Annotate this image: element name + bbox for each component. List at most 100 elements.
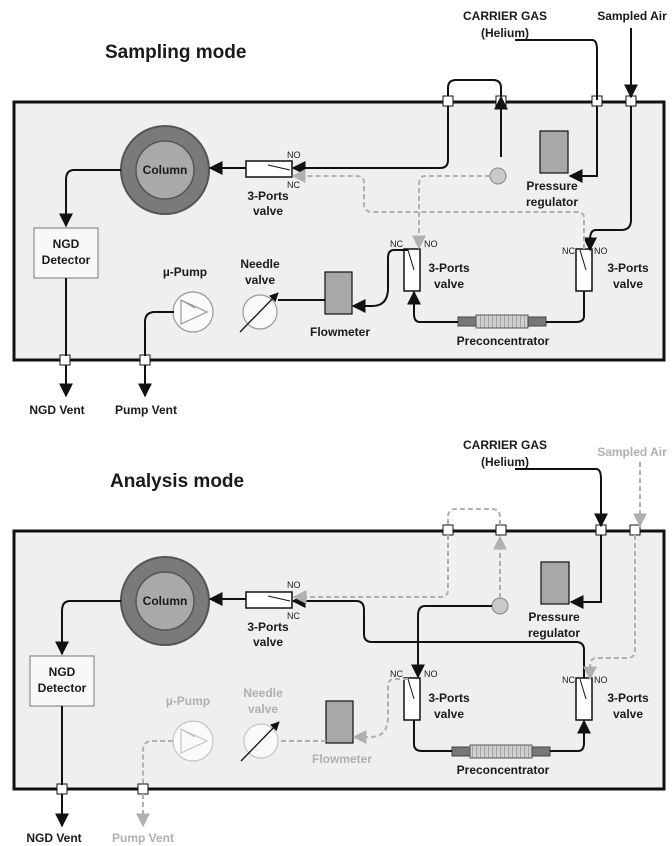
flow-line bbox=[515, 468, 608, 528]
flow-line bbox=[569, 535, 602, 609]
middle-valve-label: 3-Ports bbox=[428, 261, 470, 275]
flowmeter-label: Flowmeter bbox=[312, 752, 372, 766]
pump-symbol bbox=[180, 728, 209, 754]
column-inner bbox=[135, 571, 195, 631]
right-three-port-valve bbox=[575, 677, 593, 721]
valve-nc-label: NC bbox=[390, 669, 403, 679]
detector-label-2: Detector bbox=[42, 253, 91, 267]
flow-line bbox=[291, 169, 585, 249]
valve-switch bbox=[267, 164, 291, 171]
flow-line bbox=[583, 106, 632, 252]
port bbox=[625, 95, 637, 107]
valve-no-label: NO bbox=[287, 150, 301, 160]
helium-label: (Helium) bbox=[481, 455, 529, 469]
flow-line bbox=[142, 740, 173, 785]
flow-line bbox=[411, 605, 492, 679]
needle-label: Needle bbox=[243, 686, 283, 700]
flowmeter-label: Flowmeter bbox=[310, 325, 370, 339]
valve-nc-label: NC bbox=[287, 180, 300, 190]
valve-no-label: NO bbox=[287, 580, 301, 590]
flow-line bbox=[447, 508, 501, 525]
pump-vent-label: Pump Vent bbox=[112, 831, 174, 845]
port bbox=[442, 95, 454, 107]
pump-label: µ-Pump bbox=[163, 265, 207, 279]
preconcentrator-end bbox=[527, 316, 547, 327]
sampling-mode-panel: Sampling mode CARRIER GAS (Helium) Sampl… bbox=[12, 9, 667, 417]
pump-symbol bbox=[180, 299, 209, 325]
flow-line bbox=[351, 249, 408, 313]
valve-switch bbox=[407, 678, 415, 700]
valve-nc-label: NC bbox=[562, 246, 575, 256]
middle-valve-label: 3-Ports bbox=[428, 691, 470, 705]
helium-label: (Helium) bbox=[481, 26, 529, 40]
carrier-gas-label: CARRIER GAS bbox=[463, 438, 547, 452]
flow-line bbox=[568, 106, 598, 183]
needle-arrow bbox=[240, 721, 280, 762]
valve-no-label: NO bbox=[594, 246, 608, 256]
valve-nc-label: NC bbox=[390, 239, 403, 249]
flow-line bbox=[407, 290, 458, 323]
active-flow-lines bbox=[55, 468, 608, 828]
tee-junction bbox=[491, 597, 509, 615]
detector-label: NGD bbox=[49, 665, 76, 679]
valve-nc-label: NC bbox=[287, 611, 300, 621]
flow-line bbox=[55, 600, 121, 656]
detector-label: NGD bbox=[53, 237, 80, 251]
preconcentrator-end bbox=[451, 746, 471, 757]
preconcentrator-label: Preconcentrator bbox=[457, 334, 550, 348]
flowmeter bbox=[325, 700, 354, 744]
flow-line bbox=[291, 594, 585, 678]
analysis-mode-title: Analysis mode bbox=[110, 471, 244, 492]
flowmeter bbox=[324, 271, 353, 315]
inactive-flow-lines bbox=[291, 169, 585, 250]
right-valve-label: 3-Ports bbox=[607, 691, 649, 705]
pressure-label: Pressure bbox=[526, 179, 578, 193]
middle-three-port-valve bbox=[403, 248, 421, 292]
needle-arrow bbox=[239, 292, 279, 333]
preconcentrator-end bbox=[457, 316, 477, 327]
top-valve-label: 3-Ports bbox=[247, 620, 289, 634]
port bbox=[137, 783, 149, 795]
preconcentrator-label: Preconcentrator bbox=[457, 763, 550, 777]
valve-switch bbox=[407, 249, 415, 271]
preconcentrator bbox=[475, 314, 529, 329]
middle-valve-label-2: valve bbox=[434, 707, 464, 721]
port bbox=[59, 354, 71, 366]
valve-switch bbox=[579, 678, 587, 700]
pressure-label: Pressure bbox=[528, 610, 580, 624]
port bbox=[139, 354, 151, 366]
valve-no-label: NO bbox=[424, 239, 438, 249]
valve-no-label: NO bbox=[594, 675, 608, 685]
valve-switch bbox=[579, 249, 587, 271]
middle-valve-label-2: valve bbox=[434, 277, 464, 291]
flow-line bbox=[515, 39, 598, 100]
needle-label-2: valve bbox=[248, 702, 278, 716]
pressure-regulator bbox=[539, 130, 569, 174]
flow-line bbox=[546, 291, 585, 323]
inactive-flow-lines bbox=[136, 462, 647, 828]
middle-three-port-valve bbox=[403, 677, 421, 721]
needle-label: Needle bbox=[240, 257, 280, 271]
preconcentrator-end bbox=[531, 746, 551, 757]
analysis-mode-panel: Analysis mode CARRIER GAS (Helium) Sampl… bbox=[12, 438, 667, 845]
sampled-air-label: Sampled Air bbox=[597, 445, 667, 459]
flow-line bbox=[412, 175, 490, 250]
flow-line bbox=[59, 169, 121, 228]
column-inner bbox=[135, 140, 195, 200]
pump-label: µ-Pump bbox=[166, 694, 210, 708]
flow-line bbox=[447, 79, 502, 96]
top-valve-label-2: valve bbox=[253, 204, 283, 218]
flow-line bbox=[292, 535, 449, 604]
top-valve-label-2: valve bbox=[253, 635, 283, 649]
port bbox=[595, 524, 607, 536]
detector-label-2: Detector bbox=[38, 681, 87, 695]
tee-junction bbox=[489, 167, 507, 185]
flow-line bbox=[352, 678, 408, 744]
valve-no-label: NO bbox=[424, 669, 438, 679]
right-valve-label-2: valve bbox=[613, 277, 643, 291]
needle-label-2: valve bbox=[245, 273, 275, 287]
ngd-vent-label: NGD Vent bbox=[26, 831, 81, 845]
pressure-regulator bbox=[540, 561, 570, 605]
port bbox=[495, 524, 507, 536]
valve-switch bbox=[267, 595, 291, 602]
